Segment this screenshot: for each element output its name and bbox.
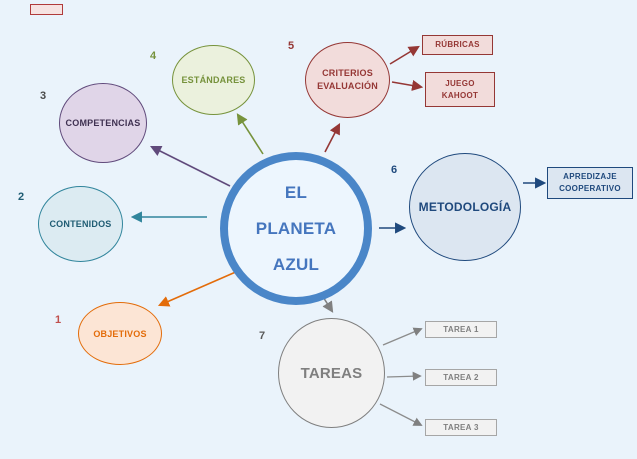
box-tarea-3-label: TAREA 3 xyxy=(443,422,479,432)
center-node-el-planeta-azul[interactable]: EL PLANETA AZUL xyxy=(220,152,372,305)
arrow-tareas-to-tarea2 xyxy=(386,371,422,381)
node-contenidos-label: CONTENIDOS xyxy=(49,219,112,229)
box-rubricas[interactable]: RÚBRICAS xyxy=(422,35,493,55)
node-tareas[interactable]: TAREAS xyxy=(278,318,385,428)
node-metodologia[interactable]: METODOLOGÍA xyxy=(409,153,521,261)
corner-red-shape xyxy=(30,4,63,15)
box-juego-kahoot-line1: JUEGO xyxy=(445,78,475,88)
node-criterios-evaluacion[interactable]: CRITERIOS EVALUACIÓN xyxy=(305,42,390,118)
box-apredizaje-cooperativo[interactable]: APREDIZAJE COOPERATIVO xyxy=(547,167,633,199)
arrow-center-to-estandares xyxy=(236,113,264,155)
node-competencias[interactable]: COMPETENCIAS xyxy=(59,83,147,163)
number-label-estandares: 4 xyxy=(150,50,157,62)
box-apredizaje-line2: COOPERATIVO xyxy=(559,184,621,193)
node-estandares[interactable]: ESTÁNDARES xyxy=(172,45,255,115)
node-contenidos[interactable]: CONTENIDOS xyxy=(38,186,123,262)
arrow-center-to-objetivos xyxy=(157,270,239,307)
box-tarea-2-label: TAREA 2 xyxy=(443,372,479,382)
number-label-contenidos: 2 xyxy=(18,191,25,203)
number-label-metodologia: 6 xyxy=(391,164,398,176)
box-juego-kahoot[interactable]: JUEGO KAHOOT xyxy=(425,72,495,107)
box-tarea-1[interactable]: TAREA 1 xyxy=(425,321,497,338)
node-competencias-label: COMPETENCIAS xyxy=(65,118,141,128)
box-tarea-3[interactable]: TAREA 3 xyxy=(425,419,497,436)
arrow-tareas-to-tarea3 xyxy=(379,403,423,426)
node-metodologia-label: METODOLOGÍA xyxy=(418,200,512,214)
box-rubricas-label: RÚBRICAS xyxy=(435,40,480,49)
box-juego-kahoot-line2: KAHOOT xyxy=(441,90,479,100)
box-tarea-1-label: TAREA 1 xyxy=(443,324,479,334)
arrow-criterios-to-juego xyxy=(391,79,424,91)
box-tarea-2[interactable]: TAREA 2 xyxy=(425,369,497,386)
number-label-tareas: 7 xyxy=(259,330,266,342)
center-node-label: EL PLANETA AZUL xyxy=(255,182,337,274)
node-objetivos-label: OBJETIVOS xyxy=(93,328,147,339)
number-label-competencias: 3 xyxy=(40,90,47,102)
arrow-tareas-to-tarea1 xyxy=(382,327,423,346)
arrow-center-to-competencias xyxy=(149,145,231,187)
box-apredizaje-line1: APREDIZAJE xyxy=(563,172,617,181)
node-criterios-label: CRITERIOS EVALUACIÓN xyxy=(317,68,378,91)
arrow-criterios-to-rubricas xyxy=(389,45,420,65)
node-tareas-label: TAREAS xyxy=(300,364,363,382)
number-label-criterios: 5 xyxy=(288,40,295,52)
node-estandares-label: ESTÁNDARES xyxy=(181,75,246,85)
arrow-center-to-criterios xyxy=(324,123,341,153)
node-objetivos[interactable]: OBJETIVOS xyxy=(78,302,162,365)
number-label-objetivos: 1 xyxy=(55,314,62,326)
